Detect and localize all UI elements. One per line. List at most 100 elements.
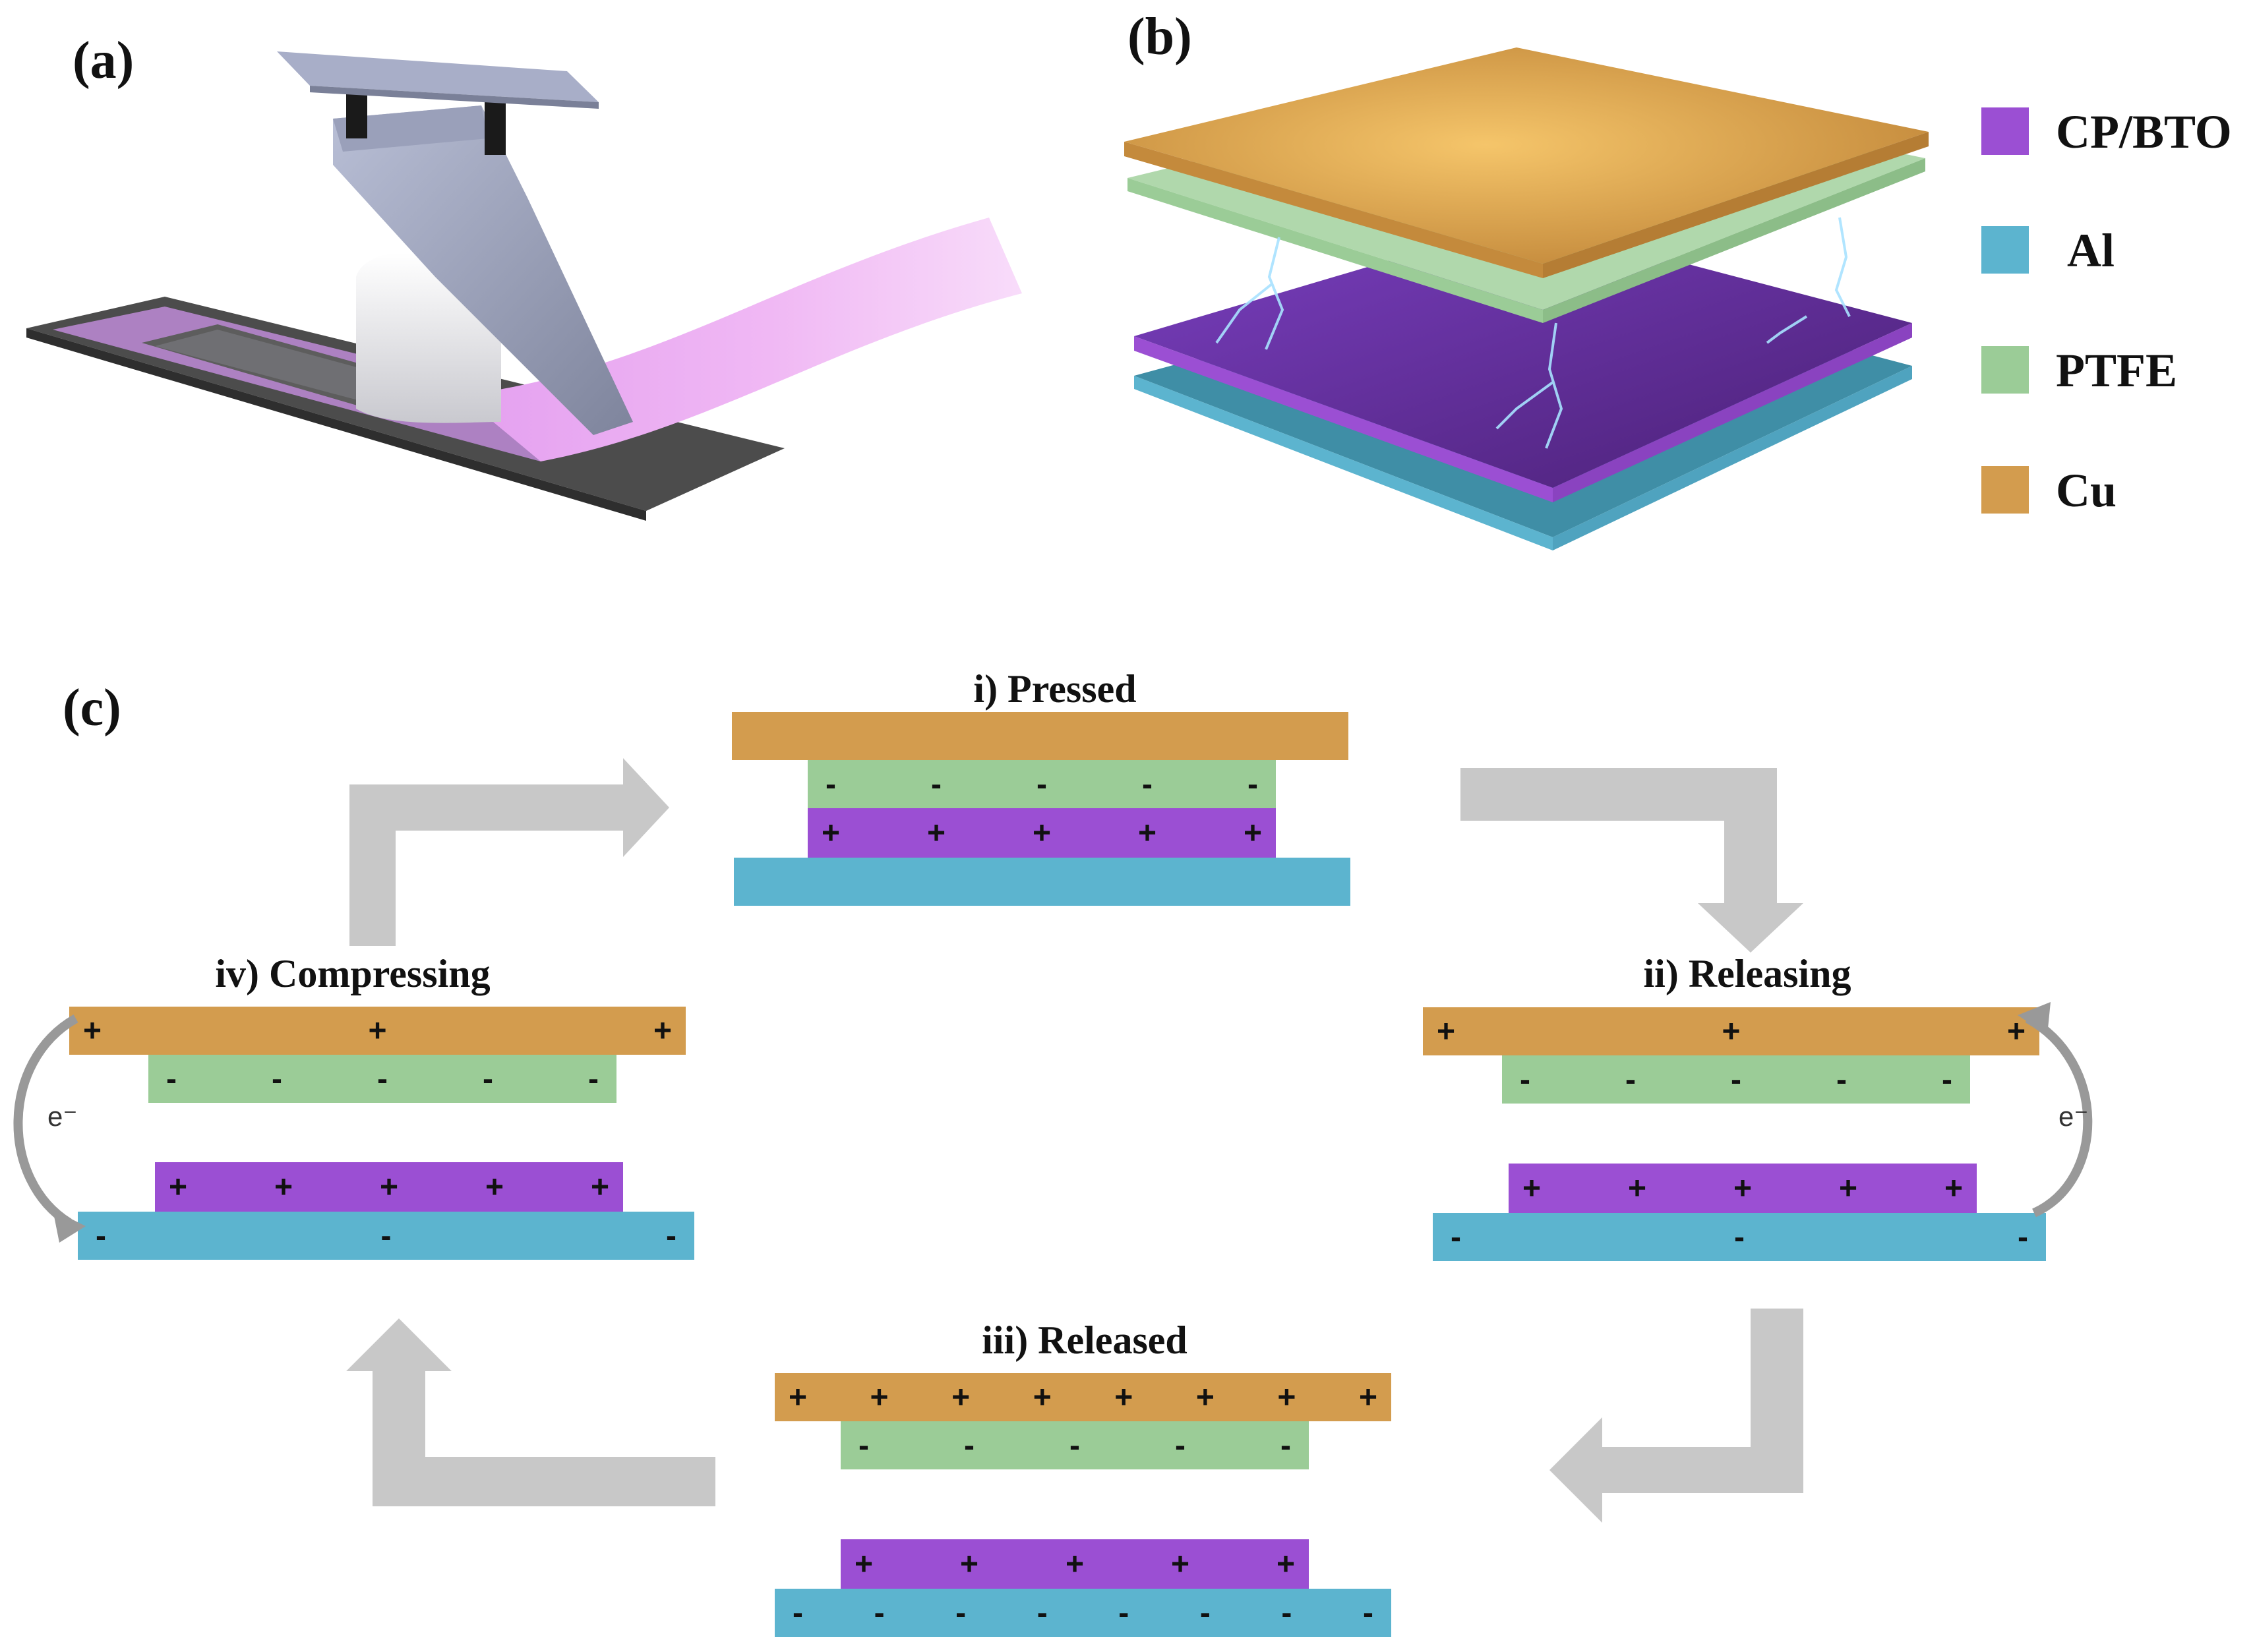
releasing-cpbto-charge: + [1839,1171,1857,1206]
releasing-ptfe-charge: - [1836,1063,1847,1098]
releasing-al-charge: - [2018,1220,2028,1255]
released-al-charge: - [1037,1596,1048,1631]
layer-stack-illustration [1124,47,1929,550]
releasing-electron-label: e⁻ [2058,1101,2089,1132]
pressed-cpbto-charge: + [1244,816,1262,851]
releasing-al [1433,1213,2046,1261]
stage-title-compressing: iv) Compressing [215,952,490,995]
releasing-ptfe-charge: - [1625,1063,1636,1098]
releasing-ptfe-charge: - [1520,1063,1530,1098]
pressed-cpbto [808,808,1276,858]
released-cpbto-charge: + [960,1547,978,1582]
legend-label-al: Al [2067,224,2115,277]
releasing-ptfe-charge: - [1942,1063,1952,1098]
compressing-ptfe-charge: - [272,1062,282,1097]
base-plate-edge [26,328,646,521]
legend-label-ptfe: PTFE [2056,344,2177,397]
released-cu-charge: + [870,1380,889,1415]
stage-title-releasing: ii) Releasing [1644,952,1851,995]
stage-released: iii) Released ++++++++-----+++++-------- [775,1318,1391,1637]
legend-item-cu: Cu [1981,464,2117,517]
casting-illustration [26,51,1022,521]
post-right [485,99,506,155]
arrow-pressed-to-releasing [1460,768,1803,953]
released-cu [775,1373,1391,1421]
compressing-ptfe [148,1055,616,1103]
released-cpbto [841,1539,1309,1589]
panel-label-a: (a) [73,32,134,90]
arrow-released-to-compressing [346,1318,715,1506]
pressed-ptfe-charge: - [1036,767,1047,802]
panel-label-b: (b) [1127,8,1192,66]
legend-item-cpbto: CP/BTO [1981,105,2232,158]
legend-swatch-cpbto [1981,107,2029,155]
compressing-cpbto [155,1162,623,1212]
released-al-charge: - [793,1596,803,1631]
pressed-al [734,858,1350,906]
releasing-cpbto-charge: + [1628,1171,1646,1206]
released-cu-charge: + [1033,1380,1052,1415]
released-ptfe-charge: - [964,1429,975,1463]
released-al-charge: - [874,1596,885,1631]
stage-compressing: iv) Compressing e⁻ +++-----+++++--- [13,952,694,1260]
released-ptfe [841,1421,1309,1469]
compressing-cu-charge: + [368,1014,386,1049]
releasing-electron-path [2025,1014,2093,1218]
released-al-charge: - [955,1596,966,1631]
pressed-ptfe-charge: - [1247,767,1258,802]
released-al-charge: - [1281,1596,1292,1631]
legend-label-cpbto: CP/BTO [2056,105,2232,158]
released-cpbto-charge: + [855,1547,873,1582]
compressing-al-charge: - [381,1219,392,1254]
releasing-electron-arrowhead [2018,1002,2051,1035]
compressing-cpbto-charge: + [380,1170,398,1205]
pressed-cpbto-charge: + [1033,816,1051,851]
stage-title-pressed: i) Pressed [973,667,1136,711]
compressing-al [78,1212,694,1260]
pressed-ptfe [808,760,1276,808]
legend-swatch-ptfe [1981,346,2029,394]
pressed-ptfe-charge: - [1142,767,1153,802]
compressing-ptfe-charge: - [588,1062,599,1097]
pressed-cu [732,712,1348,760]
compressing-cpbto-charge: + [274,1170,293,1205]
released-cu-charge: + [789,1380,807,1415]
discharge-sparks [1215,217,1851,449]
stage-pressed: i) Pressed -----+++++ [732,667,1350,906]
cycle-arrows [346,758,1803,1523]
pressed-ptfe-charge: - [931,767,942,802]
released-ptfe-charge: - [1280,1429,1291,1463]
cu-layer [1124,47,1929,264]
compressing-electron-path [13,1014,78,1227]
compressing-ptfe-charge: - [166,1062,177,1097]
releasing-cu-charge: + [2007,1015,2026,1049]
arrow-releasing-to-released [1549,1309,1803,1523]
top-plate [277,51,599,102]
pressed-cpbto-charge: + [822,816,840,851]
legend-item-al: Al [1981,224,2115,277]
releasing-ptfe-charge: - [1731,1063,1741,1098]
legend-swatch-cu [1981,466,2029,514]
releasing-al-charge: - [1451,1220,1461,1255]
releasing-cpbto [1509,1164,1977,1213]
compressing-cu-charge: + [653,1014,672,1049]
released-al-charge: - [1200,1596,1211,1631]
legend: CP/BTO Al PTFE Cu [1981,105,2232,517]
releasing-cpbto-charge: + [1733,1171,1752,1206]
released-cu-charge: + [951,1380,970,1415]
released-cpbto-charge: + [1066,1547,1084,1582]
released-cpbto-charge: + [1277,1547,1295,1582]
compressing-cu [69,1007,686,1055]
pressed-cpbto-charge: + [927,816,946,851]
compressing-ptfe-charge: - [377,1062,388,1097]
cpbto-layer [1134,221,1912,488]
pressed-ptfe-charge: - [826,767,836,802]
compressing-cpbto-charge: + [485,1170,504,1205]
legend-swatch-al [1981,226,2029,274]
released-ptfe-charge: - [858,1429,869,1463]
released-al-charge: - [1118,1596,1129,1631]
releasing-ptfe [1502,1055,1970,1104]
releasing-al-charge: - [1734,1220,1745,1255]
released-cu-charge: + [1196,1380,1215,1415]
released-al [775,1589,1391,1637]
